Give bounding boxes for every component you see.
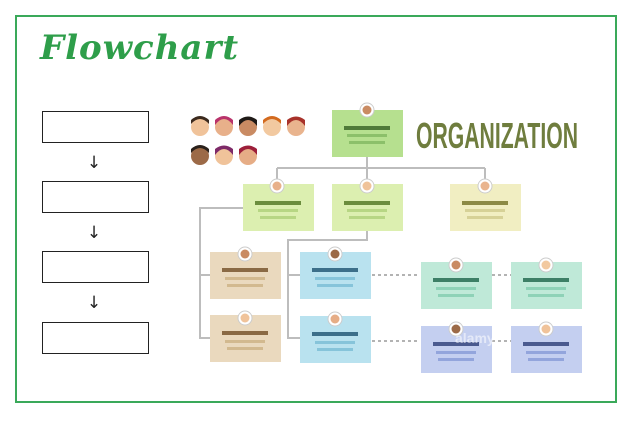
person-icon bbox=[263, 116, 281, 136]
org-card-level3 bbox=[210, 310, 281, 362]
person-icon bbox=[191, 116, 209, 136]
org-card-level3 bbox=[511, 321, 582, 373]
flowchart-box bbox=[42, 251, 149, 283]
person-icon bbox=[215, 145, 233, 165]
org-card-level3 bbox=[210, 246, 281, 299]
page-title: Flowchart bbox=[40, 28, 240, 68]
flowchart-box bbox=[42, 181, 149, 213]
org-card-level2 bbox=[332, 178, 403, 231]
org-card-level3 bbox=[421, 257, 492, 309]
org-title: ORGANIZATION bbox=[416, 115, 578, 156]
flowchart-box bbox=[42, 111, 149, 143]
watermark: alamy bbox=[455, 330, 495, 346]
person-icon bbox=[239, 145, 257, 165]
person-icon bbox=[287, 116, 305, 136]
person-icon bbox=[215, 116, 233, 136]
down-arrow-icon: ↓ bbox=[86, 293, 102, 313]
org-card-top bbox=[332, 102, 403, 157]
down-arrow-icon: ↓ bbox=[86, 223, 102, 243]
dashed-links bbox=[372, 274, 511, 342]
org-card-level2 bbox=[243, 178, 314, 231]
people-group bbox=[191, 116, 305, 165]
person-icon bbox=[191, 145, 209, 165]
org-card-level3 bbox=[421, 321, 492, 373]
org-card-level3 bbox=[300, 311, 371, 363]
org-card-level3 bbox=[300, 246, 371, 299]
person-icon bbox=[239, 116, 257, 136]
org-card-level2 bbox=[450, 178, 521, 231]
down-arrow-icon: ↓ bbox=[86, 153, 102, 173]
org-card-level3 bbox=[511, 257, 582, 309]
flowchart-box bbox=[42, 322, 149, 354]
